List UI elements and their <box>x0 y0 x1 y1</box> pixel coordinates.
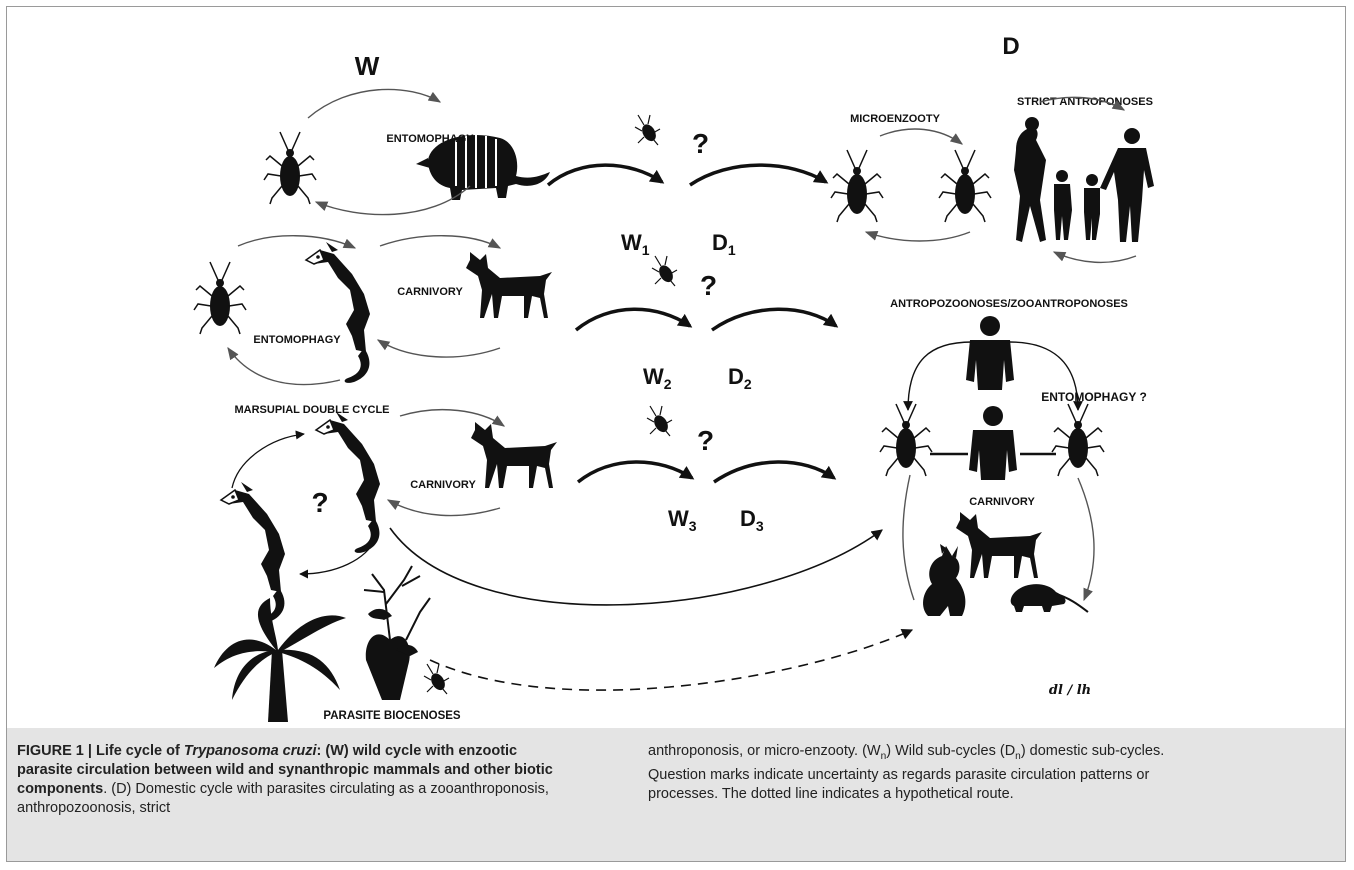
cycle-arrow <box>231 430 305 489</box>
entomophagy-question-label: ENTOMOPHAGY ? <box>1041 390 1147 404</box>
dog-icon <box>466 252 552 318</box>
caption-text-2: ) Wild sub-cycles (D <box>886 743 1016 759</box>
cycle-arrow <box>299 537 377 579</box>
cycle-arrow <box>227 346 341 386</box>
rat-icon <box>1010 584 1089 613</box>
palm-tree-icon <box>214 598 346 722</box>
human-icon <box>969 406 1017 480</box>
cycle-arrow <box>864 231 971 242</box>
cycle-arrow <box>307 88 442 119</box>
subscript-n: n <box>880 750 887 762</box>
caption-column-right: anthroponosis, or micro-enzooty. (Wn) Wi… <box>648 742 1188 804</box>
triatomine-bug-icon <box>830 149 884 223</box>
cycle-arrow <box>386 499 501 517</box>
triatomine-bug-icon <box>879 403 933 477</box>
author-signature: dl / lh <box>1049 683 1091 698</box>
transfer-arrow <box>574 307 693 332</box>
triatomine-bug-icon <box>651 255 678 287</box>
cycle-arrow <box>879 128 964 145</box>
cycle-arrow <box>903 341 973 411</box>
triatomine-bug-icon <box>263 131 317 205</box>
armadillo-icon <box>416 134 550 200</box>
triatomine-bug-icon <box>634 114 661 146</box>
dog-icon <box>471 422 557 488</box>
cycle-arrow <box>314 185 471 216</box>
species-name: Trypanosoma cruzi <box>183 743 317 759</box>
carnivory-label-2: CARNIVORY <box>410 479 476 491</box>
antropozoonoses-label: ANTROPOZOONOSES/ZOOANTROPONOSES <box>890 298 1128 310</box>
subscript-n: n <box>1015 750 1021 762</box>
marsupial-double-cycle-label: MARSUPIAL DOUBLE CYCLE <box>234 404 389 416</box>
cycle-arrow <box>399 408 506 427</box>
transfer-arrow <box>710 307 839 332</box>
transfer-arrow <box>546 163 665 187</box>
cycle-arrow <box>1039 96 1126 111</box>
caption-bold-text: : (W) wild cycle with enzootic parasite … <box>17 743 553 797</box>
cycle-arrow <box>1077 477 1095 602</box>
cycle-arrow <box>376 339 501 358</box>
question-mark: ? <box>700 270 717 301</box>
transfer-arrow <box>713 460 837 484</box>
opossum-icon <box>220 481 286 624</box>
tree-with-birds-icon <box>363 565 431 700</box>
cycle-arrow <box>379 235 502 249</box>
subcycle-d3: D3 <box>740 506 764 534</box>
cycle-arrow <box>902 474 915 601</box>
caption-column-left: FIGURE 1 | Life cycle of Trypanosoma cru… <box>17 742 557 818</box>
caption-text-1b: anthroponosis, or micro-enzooty. (W <box>648 743 881 759</box>
subcycle-w1: W1 <box>621 230 650 258</box>
entomophagy-label: ENTOMOPHAGY <box>386 133 474 145</box>
transfer-arrow <box>689 163 829 187</box>
cycle-arrow <box>1052 251 1137 264</box>
caption-text-3: ) domestic sub-cycles. Question marks in… <box>648 743 1165 802</box>
opossum-icon <box>315 411 381 554</box>
cycle-arrow <box>1009 341 1083 411</box>
family-icon <box>1014 117 1154 242</box>
microenzooty-label: MICROENZOOTY <box>850 113 940 125</box>
human-icon <box>966 316 1014 390</box>
parasite-biocenoses-label: PARASITE BIOCENOSES <box>323 710 460 722</box>
question-mark: ? <box>692 128 709 159</box>
question-mark: ? <box>697 425 714 456</box>
hypothetical-route-arrow <box>429 628 914 691</box>
life-cycle-diagram: W ENTOMOPHAGY ENTOMOPHAGY CARNIVORY MARS… <box>193 33 1154 722</box>
caption-text-1: . (D) Domestic cycle with parasites circ… <box>17 781 549 816</box>
opossum-icon <box>305 241 371 384</box>
subcycle-d1: D1 <box>712 230 736 258</box>
wild-to-domestic-arrow <box>389 527 883 606</box>
question-mark: ? <box>311 487 328 518</box>
subcycle-w3: W3 <box>668 506 697 534</box>
carnivory-label: CARNIVORY <box>397 286 463 298</box>
triatomine-bug-icon <box>1051 403 1105 477</box>
carnivory-domestic-label: CARNIVORY <box>969 496 1035 508</box>
wild-cycle-label: W <box>355 51 380 81</box>
domestic-cycle-label: D <box>1002 33 1019 60</box>
dog-icon <box>956 512 1042 578</box>
figure-label: FIGURE 1 | Life cycle of <box>17 743 184 759</box>
triatomine-bug-icon <box>193 261 247 335</box>
cat-icon <box>923 544 966 616</box>
figure-caption: FIGURE 1 | Life cycle of Trypanosoma cru… <box>6 728 1346 862</box>
subcycle-w2: W2 <box>643 364 672 392</box>
triatomine-bug-icon <box>646 405 673 437</box>
triatomine-bug-icon <box>423 663 450 695</box>
entomophagy-label-2: ENTOMOPHAGY <box>253 334 341 346</box>
transfer-arrow <box>576 460 695 484</box>
subcycle-d2: D2 <box>728 364 752 392</box>
cycle-arrow <box>237 235 357 249</box>
triatomine-bug-icon <box>938 149 992 223</box>
